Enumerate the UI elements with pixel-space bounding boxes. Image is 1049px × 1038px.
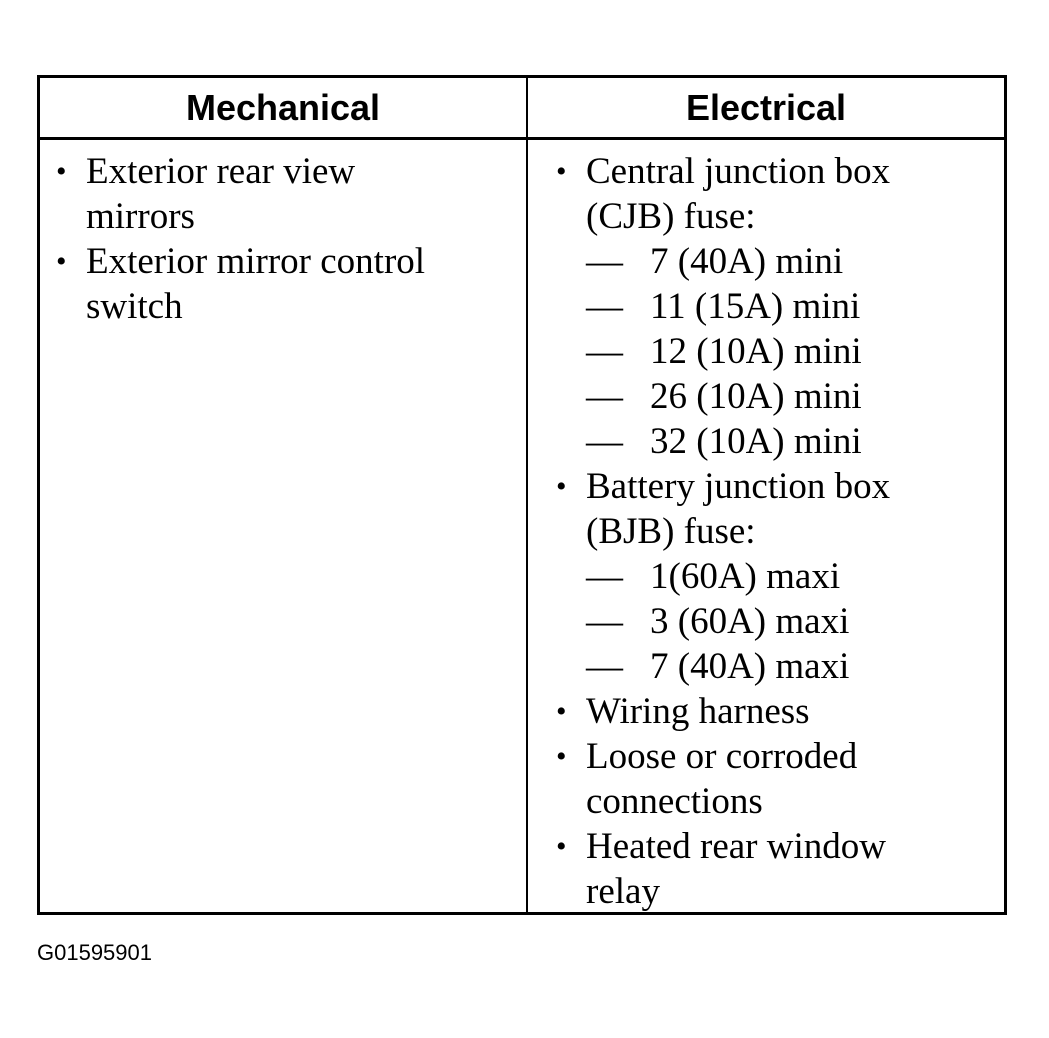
fuse-label: 3 (60A) maxi: [650, 601, 850, 642]
item-line: Central junction box: [586, 151, 891, 192]
electrical-item: • Central junction box (CJB) fuse: — 7 (4…: [550, 149, 1000, 464]
electrical-item: • Loose or corroded connections: [550, 734, 1000, 824]
fuse-subitem: — 32 (10A) mini: [586, 419, 1000, 464]
electrical-item: • Wiring harness: [550, 689, 1000, 734]
fuse-subitem: — 7 (40A) maxi: [586, 644, 1000, 689]
dash-icon: —: [586, 286, 623, 327]
column-divider: [526, 78, 528, 912]
bullet-icon: •: [56, 155, 67, 188]
bullet-icon: •: [556, 155, 567, 188]
mechanical-column: • Exterior rear view mirrors • Exterior …: [50, 149, 512, 329]
item-line: Loose or corroded: [586, 736, 858, 777]
bullet-icon: •: [556, 830, 567, 863]
mechanical-item: • Exterior rear view mirrors: [50, 149, 512, 239]
fuse-label: 11 (15A) mini: [650, 286, 861, 327]
fuse-subitem: — 3 (60A) maxi: [586, 599, 1000, 644]
fuse-subitem: — 7 (40A) mini: [586, 239, 1000, 284]
fuse-subitem: — 11 (15A) mini: [586, 284, 1000, 329]
mechanical-item: • Exterior mirror control switch: [50, 239, 512, 329]
fuse-label: 32 (10A) mini: [650, 421, 862, 462]
item-line: relay: [586, 871, 660, 912]
dash-icon: —: [586, 421, 623, 462]
fuse-label: 7 (40A) maxi: [650, 646, 850, 687]
dash-icon: —: [586, 241, 623, 282]
item-line: Exterior mirror control: [86, 241, 426, 282]
item-line: Battery junction box: [586, 466, 891, 507]
fuse-subitem: — 12 (10A) mini: [586, 329, 1000, 374]
dash-icon: —: [586, 556, 623, 597]
item-line: Heated rear window: [586, 826, 886, 867]
dash-icon: —: [586, 331, 623, 372]
fuse-label: 26 (10A) mini: [650, 376, 862, 417]
item-line: (CJB) fuse:: [586, 196, 756, 237]
bullet-icon: •: [556, 470, 567, 503]
symptom-table: Mechanical Electrical • Exterior rear vi…: [37, 75, 1007, 915]
fuse-subitem: — 1(60A) maxi: [586, 554, 1000, 599]
electrical-column: • Central junction box (CJB) fuse: — 7 (4…: [550, 149, 1000, 914]
figure-id: G01595901: [37, 940, 152, 965]
header-rule: [40, 137, 1004, 140]
electrical-item: • Heated rear window relay: [550, 824, 1000, 914]
dash-icon: —: [586, 376, 623, 417]
bullet-icon: •: [56, 245, 67, 278]
bullet-icon: •: [556, 740, 567, 773]
electrical-item: • Battery junction box (BJB) fuse: — 1(60…: [550, 464, 1000, 689]
dash-icon: —: [586, 646, 623, 687]
mechanical-header: Mechanical: [185, 87, 381, 128]
item-line: connections: [586, 781, 763, 822]
item-line: Wiring harness: [586, 691, 810, 732]
dash-icon: —: [586, 601, 623, 642]
fuse-subitem: — 26 (10A) mini: [586, 374, 1000, 419]
item-line: switch: [86, 286, 183, 327]
fuse-label: 12 (10A) mini: [650, 331, 862, 372]
item-line: mirrors: [86, 196, 195, 237]
bullet-icon: •: [556, 695, 567, 728]
item-line: Exterior rear view: [86, 151, 356, 192]
fuse-label: 1(60A) maxi: [650, 556, 841, 597]
fuse-label: 7 (40A) mini: [650, 241, 844, 282]
electrical-header: Electrical: [685, 87, 847, 128]
item-line: (BJB) fuse:: [586, 511, 756, 552]
